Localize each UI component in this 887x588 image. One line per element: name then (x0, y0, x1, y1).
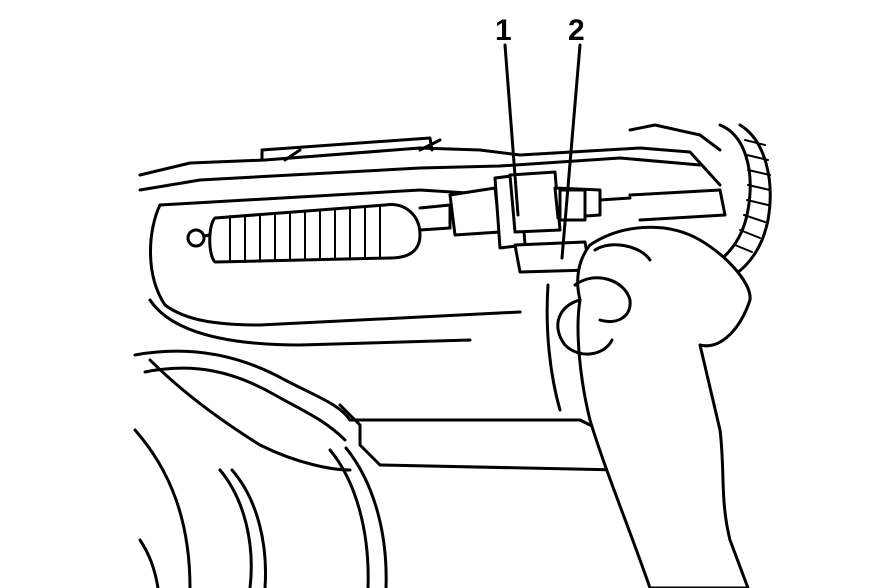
hand-illustration (545, 225, 752, 588)
callout-1-leader (503, 43, 520, 217)
lower-tunnel (133, 428, 388, 588)
upper-trim-panel (138, 123, 722, 192)
cable-boot (186, 203, 452, 264)
callout-leaders (503, 43, 582, 260)
callout-1-label: 1 (495, 14, 512, 47)
callout-2-leader (560, 43, 582, 260)
callout-2-label: 2 (568, 14, 585, 47)
